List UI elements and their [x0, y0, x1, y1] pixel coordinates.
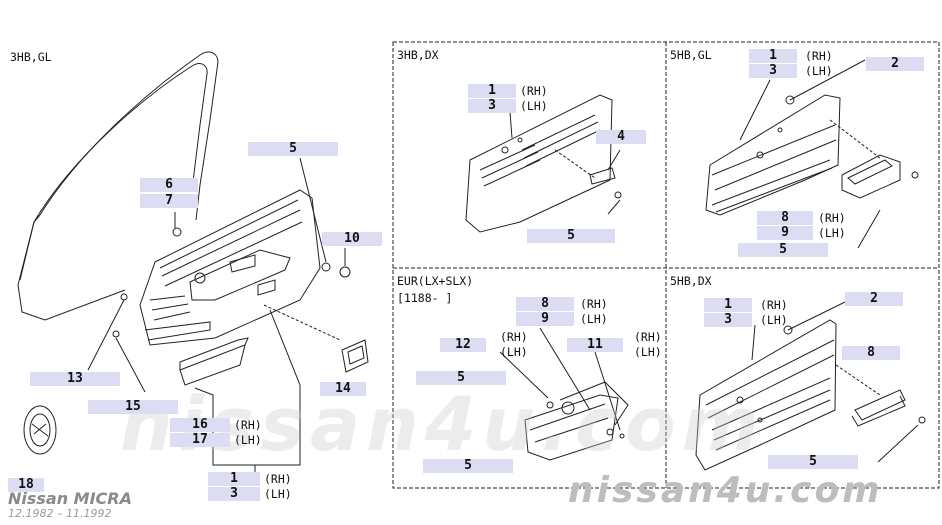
part-label-13[interactable]: 13	[30, 372, 120, 386]
tl-part-label-1[interactable]: 1	[468, 84, 516, 98]
tr-part-label-5[interactable]: 5	[738, 243, 828, 257]
part-label-7[interactable]: 7	[140, 194, 198, 208]
watermark-small: nissan4u.com	[568, 470, 883, 511]
main-trim-panel	[23, 157, 369, 482]
tl-part-label-4[interactable]: 4	[596, 130, 646, 144]
tr-part-label-2[interactable]: 2	[866, 57, 924, 71]
suffix-16-rh: (RH)	[234, 418, 262, 432]
tl-suffix-1-rh: (RH)	[520, 84, 548, 98]
bl-suffix-8-rh: (RH)	[580, 297, 608, 311]
part-label-3[interactable]: 3	[208, 487, 260, 501]
tr-suffix-1-rh: (RH)	[805, 49, 833, 63]
section-title-eur-date: [1188- ]	[397, 291, 453, 305]
br-suffix-1-rh: (RH)	[760, 298, 788, 312]
tl-suffix-3-lh: (LH)	[520, 99, 548, 113]
tr-suffix-9-lh: (LH)	[818, 226, 846, 240]
section-title-5hb-gl: 5HB,GL	[670, 48, 712, 62]
tr-part-label-9[interactable]: 9	[757, 226, 813, 240]
bl-suffix-9-lh: (LH)	[580, 312, 608, 326]
br-suffix-3-lh: (LH)	[760, 313, 788, 327]
part-label-18[interactable]: 18	[8, 478, 44, 492]
section-title-3hb-dx: 3HB,DX	[397, 48, 439, 62]
part-label-14[interactable]: 14	[320, 382, 366, 396]
bl-part-label-12[interactable]: 12	[440, 338, 486, 352]
br-part-label-5[interactable]: 5	[768, 455, 858, 469]
bl-suffix-12-lh: (LH)	[500, 345, 528, 359]
br-part-label-3[interactable]: 3	[704, 313, 752, 327]
br-part-label-1[interactable]: 1	[704, 298, 752, 312]
panel-eur	[499, 327, 629, 461]
panel-5hb-gl	[705, 59, 919, 249]
tl-part-label-3[interactable]: 3	[468, 99, 516, 113]
brand-title: Nissan MICRA	[8, 489, 132, 508]
part-label-10[interactable]: 10	[322, 232, 382, 246]
tr-part-label-1[interactable]: 1	[749, 49, 797, 63]
suffix-1-rh: (RH)	[264, 472, 292, 486]
section-title-5hb-dx: 5HB,DX	[670, 274, 712, 288]
panel-5hb-dx	[695, 301, 926, 471]
section-frames	[392, 41, 940, 489]
br-part-label-2[interactable]: 2	[845, 292, 903, 306]
bl-suffix-12-rh: (RH)	[500, 330, 528, 344]
section-title-eur: EUR(LX+SLX)	[397, 274, 474, 288]
bl-part-label-11[interactable]: 11	[567, 338, 623, 352]
tr-suffix-3-lh: (LH)	[805, 64, 833, 78]
part-label-5[interactable]: 5	[248, 142, 338, 156]
part-label-1[interactable]: 1	[208, 472, 260, 486]
tr-part-label-8[interactable]: 8	[757, 211, 813, 225]
tr-suffix-8-rh: (RH)	[818, 211, 846, 225]
tr-part-label-3[interactable]: 3	[749, 64, 797, 78]
section-title-3hb-gl: 3HB,GL	[10, 50, 52, 64]
suffix-17-lh: (LH)	[234, 433, 262, 447]
part-label-16[interactable]: 16	[170, 418, 230, 432]
bl-suffix-11-lh: (LH)	[634, 345, 662, 359]
part-label-6[interactable]: 6	[140, 178, 198, 192]
bl-part-label-5a[interactable]: 5	[416, 371, 506, 385]
part-label-15[interactable]: 15	[88, 400, 178, 414]
bl-part-label-5b[interactable]: 5	[423, 459, 513, 473]
bl-part-label-8[interactable]: 8	[516, 297, 574, 311]
bl-part-label-9[interactable]: 9	[516, 312, 574, 326]
production-dates: 12.1982 – 11.1992	[8, 507, 112, 520]
bl-suffix-11-rh: (RH)	[634, 330, 662, 344]
tl-part-label-5[interactable]: 5	[527, 229, 615, 243]
main-door-frame	[17, 51, 219, 321]
part-label-17[interactable]: 17	[170, 433, 230, 447]
suffix-3-lh: (LH)	[264, 487, 292, 501]
br-part-label-8[interactable]: 8	[842, 346, 900, 360]
panel-3hb-dx	[465, 94, 622, 233]
